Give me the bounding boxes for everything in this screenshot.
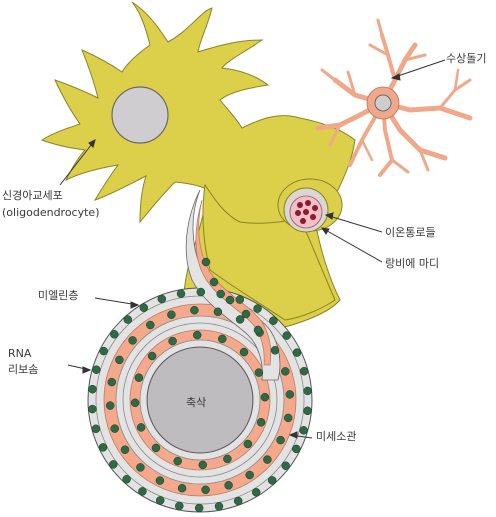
ribosome-dot <box>148 352 156 360</box>
ribosome-dot <box>242 310 250 318</box>
ribosome-dot <box>223 455 231 463</box>
ribosome-dot <box>234 497 242 505</box>
label-microtubule: 미세소관 <box>316 429 356 444</box>
ribosome-dot <box>282 462 290 470</box>
ribosome-dot <box>193 331 201 339</box>
ribosome-dot <box>261 393 269 401</box>
ribosome-dot <box>281 367 289 375</box>
ribosome-dot <box>158 295 166 303</box>
ribosome-dot <box>123 475 131 483</box>
ribosome-dot <box>236 296 244 304</box>
ribosome-dot <box>92 366 100 374</box>
ribosome-dot <box>199 461 207 469</box>
ribosome-dot <box>106 402 114 410</box>
ribosome-dot <box>269 317 277 325</box>
ribosome-dot <box>197 288 205 296</box>
ribosome-dot <box>300 426 308 434</box>
ribosome-dot <box>88 405 96 413</box>
ribosome-dot <box>92 425 100 433</box>
neuron-nucleus <box>375 95 391 111</box>
label-myelin-layer: 미엘린층 <box>38 288 78 303</box>
ribosome-dot <box>175 502 183 510</box>
ribosome-dot <box>304 407 312 415</box>
ribosome-dot <box>202 486 210 494</box>
ribosome-dot <box>174 457 182 465</box>
label-ribosome: 리보솜 <box>8 362 38 377</box>
ribosome-dot <box>255 369 263 377</box>
ribosome-dot <box>100 347 108 355</box>
ribosome-dot <box>140 304 148 312</box>
ribosome-dot <box>286 390 294 398</box>
ribosome-dot <box>115 356 123 364</box>
ribosome-dot <box>136 463 144 471</box>
ribosome-dot <box>300 367 308 375</box>
ribosome-dot <box>195 504 203 512</box>
oligodendrocyte-nucleus <box>112 87 168 143</box>
label-oligodendrocyte-en: (oligodendrocyte) <box>2 205 100 220</box>
ribosome-dot <box>124 316 132 324</box>
ribosome-dot <box>244 440 252 448</box>
ribosome-dot <box>257 418 265 426</box>
label-node-of-ranvier: 랑비에 마디 <box>385 256 439 271</box>
ribosome-dot <box>240 348 248 356</box>
ribosome-dot <box>254 305 262 313</box>
ribosome-dot <box>293 349 301 357</box>
ribosome-dot <box>304 387 312 395</box>
ribosome-dot <box>109 460 117 468</box>
ribosome-dot <box>99 443 107 451</box>
ribosome-dot <box>111 425 119 433</box>
ribosome-dot <box>268 476 276 484</box>
ribosome-dot <box>156 477 164 485</box>
ribosome-dot <box>210 278 218 286</box>
ribosome-dot <box>263 456 271 464</box>
ribosome-dot <box>215 502 223 510</box>
ribosome-dot <box>169 337 177 345</box>
ribosome-dot <box>108 378 116 386</box>
label-rna: RNA <box>8 346 31 361</box>
label-dendrite: 수상돌기 <box>446 51 486 66</box>
ribosome-dot <box>202 258 210 266</box>
ribosome-dot <box>283 332 291 340</box>
label-ion-channels: 이온통로들 <box>385 225 436 240</box>
ribosome-dot <box>178 484 186 492</box>
ribosome-dot <box>218 335 226 343</box>
ribosome-dot <box>177 290 185 298</box>
ribosome-dot <box>292 445 300 453</box>
ribosome-dot <box>190 306 198 314</box>
ribosome-dot <box>146 321 154 329</box>
ribosome-dot <box>129 336 137 344</box>
ribosome-dot <box>135 374 143 382</box>
ribosome-dot <box>131 399 139 407</box>
ribosome-dot <box>137 423 145 431</box>
label-axon: 축삭 <box>186 394 206 410</box>
ribosome-dot <box>252 488 260 496</box>
ribosome-dot <box>110 330 118 338</box>
ribosome-dot <box>271 346 279 354</box>
ribosome-dot <box>152 444 160 452</box>
ribosome-dot <box>277 436 285 444</box>
ribosome-dot <box>284 414 292 422</box>
label-oligodendrocyte-ko: 신경아교세포 <box>2 188 63 203</box>
ribosome-dot <box>225 481 233 489</box>
ribosome-dot <box>254 326 262 334</box>
ribosome-dot <box>138 487 146 495</box>
ribosome-dot <box>121 446 129 454</box>
ribosome-dot <box>226 296 234 304</box>
ribosome-dot <box>217 290 225 298</box>
ribosome-dot <box>246 471 254 479</box>
ribosome-dot <box>167 311 175 319</box>
ribosome-dot <box>89 385 97 393</box>
ribosome-dot <box>214 308 222 316</box>
ribosome-dot <box>156 496 164 504</box>
